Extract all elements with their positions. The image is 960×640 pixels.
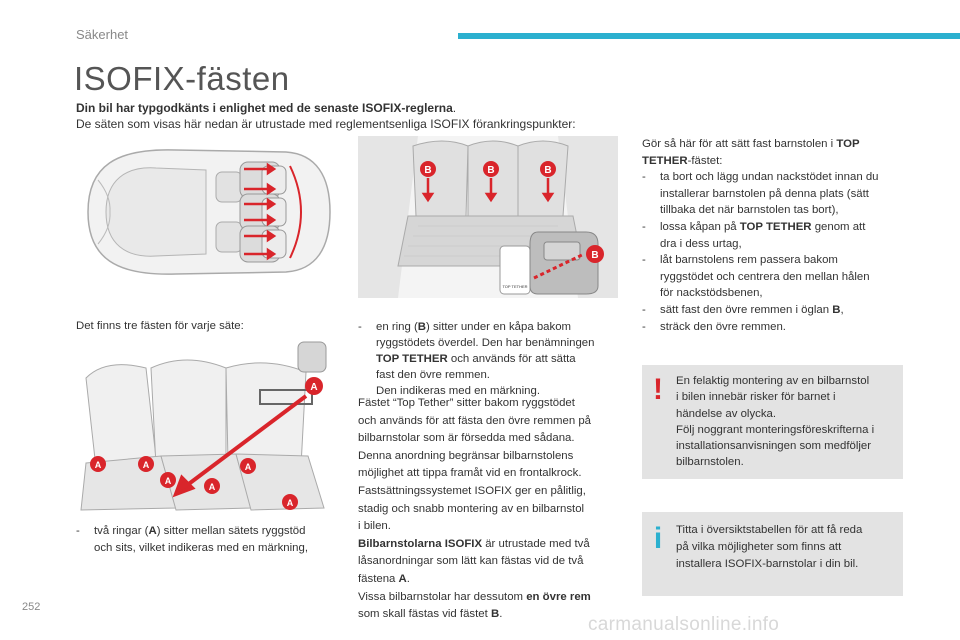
header-accent-bar [458,33,960,39]
right-s3c: för nackstödsbenen, [660,287,763,300]
bullet-dash: - [76,525,80,537]
mid-l5: Den indikeras med en märkning. [376,385,540,397]
intro-bold-end: . [452,101,457,115]
mid-p9c: är utrustade med två [482,537,590,550]
anchors-bullet-a: - två ringar (A) sitter mellan sätets ryg… [76,523,336,556]
warning-l5: installationsanvisningen som medföljer [676,440,872,453]
mid-p6: Fastsättningssystemet ISOFIX ger en påli… [358,484,586,497]
marker-a-7: A [287,498,294,508]
mid-p11b: A [398,572,407,585]
mid-l3b: TOP TETHER [376,353,448,365]
marker-b-2: B [487,165,494,176]
car-topview-figure [76,136,334,288]
right-s2d: dra i dess urtag, [660,237,742,250]
mid-l1a: en ring ( [376,321,418,333]
page-title: ISOFIX-fästen [74,60,290,97]
mid-p9b: Bilbarnstolarna ISOFIX [358,537,483,550]
right-s2c: genom att [811,220,866,233]
isofix-rings-figure: A A A A A A A [76,338,334,516]
mid-p12b: en övre rem [526,590,591,603]
right-i2b: TETHER [642,154,688,167]
marker-b-1: B [424,165,431,176]
mid-p1: Fästet “Top Tether” sitter bakom ryggstö… [358,397,575,409]
marker-a-2: A [95,460,102,470]
warning-l1: En felaktig montering av en bilbarnstol [676,375,870,387]
warning-l4: Följ noggrant monteringsföreskrifterna i [676,423,875,436]
right-i1a: Gör så här för att sätt fast barnstolen … [642,138,837,150]
watermark: carmanualsonline.info [588,614,780,635]
right-s1c: tillbaka det när barnstolen tas bort), [660,204,839,217]
mid-p11a: fästena [358,572,399,585]
marker-b-4: B [591,250,598,261]
anchors-caption: Det finns tre fästen för varje säte: [76,320,244,332]
right-s3a: låt barnstolens rem passera bakom [660,254,838,267]
mid-p12a: Vissa bilbarnstolar har dessutom [358,590,527,603]
page-number: 252 [22,601,41,613]
intro-text: Din bil har typgodkänts i enlighet med d… [76,100,876,132]
intro-bold: Din bil har typgodkänts i enlighet med d… [76,101,453,115]
marker-b-3: B [544,165,551,176]
right-s4a: sätt fast den övre remmen i öglan [660,303,833,316]
mid-p8: i bilen. [358,520,391,533]
right-dash-1: - [642,171,646,184]
mid-p13b: B [490,608,500,621]
bullet-a-line2: och sits, vilket indikeras med en märkni… [94,541,308,554]
right-i1b: TOP [836,138,860,150]
right-s1a: ta bort och lägg undan nackstödet innan … [660,171,879,184]
marker-a-6: A [245,462,252,472]
marker-a-1: A [310,382,317,393]
info-box: i Titta i översiktstabellen för att få r… [642,512,903,596]
warning-l2: i bilen innebär risker för barnet i [676,391,836,404]
info-icon: i [653,522,663,555]
mid-p11c: . [406,572,410,585]
right-dash-5: - [642,320,646,333]
section-title: Säkerhet [76,27,129,42]
warning-l6: bilbarnstolen. [676,456,744,469]
mid-p10: låsanordningar som lätt kan fästas vid d… [358,555,584,568]
right-s1b: installerar barnstolen på denna plats (s… [660,187,869,200]
mid-p13a: som skall fästas vid fästet [358,608,491,621]
right-s4c: , [840,303,844,316]
right-dash-2: - [642,220,646,233]
mid-p4: Denna anordning begränsar bilbarnstolens [358,449,574,462]
info-l2: på vilka möjligheter som finns att [676,541,842,553]
right-s2a: lossa kåpan på [660,220,740,233]
right-s2b: TOP TETHER [739,220,812,233]
warning-icon: ! [653,373,663,406]
mid-p3: bilbarnstolar som är försedda med sådana… [358,432,575,445]
bullet-a-letter: A [148,525,157,537]
top-tether-label: TOP TETHER [502,284,527,289]
bullet-a-text2: ) sitter mellan sätets ryggstöd [156,525,306,537]
right-column-text: Gör så här för att sätt fast barnstolen … [642,136,922,335]
warning-box: ! En felaktig montering av en bilbarnsto… [642,365,903,479]
info-l1: Titta i översiktstabellen för att få red… [676,524,863,536]
right-dash-4: - [642,303,646,316]
mid-p7: stadig och snabb montering av en bilbarn… [358,502,585,515]
right-s3b: ryggstödet och centrera den mellan hålen [660,270,870,283]
warning-l3: händelse av olycka. [676,407,777,420]
mid-l2: ryggstödets överdel. Den har benämningen [376,337,595,349]
right-i2c: -fästet: [687,154,723,167]
top-tether-figure: B B B TOP TETHER B [358,136,618,298]
middle-column-text: -en ring (B) sitter under en kåpa bakom … [358,319,628,624]
marker-a-4: A [165,476,172,486]
marker-a-5: A [209,482,216,492]
mid-l1c: ) sitter under en kåpa bakom [426,321,572,333]
right-s4b: B [832,303,841,316]
mid-l4: fast den övre remmen. [376,369,490,381]
mid-dash: - [358,321,362,333]
mid-p5: möjlighet att tippa framåt vid en fronta… [358,467,582,480]
info-l3: installera ISOFIX-barnstolar i din bil. [676,558,859,570]
right-dash-3: - [642,254,646,267]
mid-l3c: och används för att sätta [447,353,576,365]
intro-line2: De säten som visas här nedan är utrustad… [76,117,576,131]
marker-a-3: A [143,460,150,470]
mid-p13c: . [499,608,503,621]
mid-p2: och används för att fästa den övre remme… [358,414,592,427]
right-s5: sträck den övre remmen. [660,320,786,333]
mid-l1b: B [417,321,427,333]
bullet-a-text1: två ringar ( [94,525,149,537]
